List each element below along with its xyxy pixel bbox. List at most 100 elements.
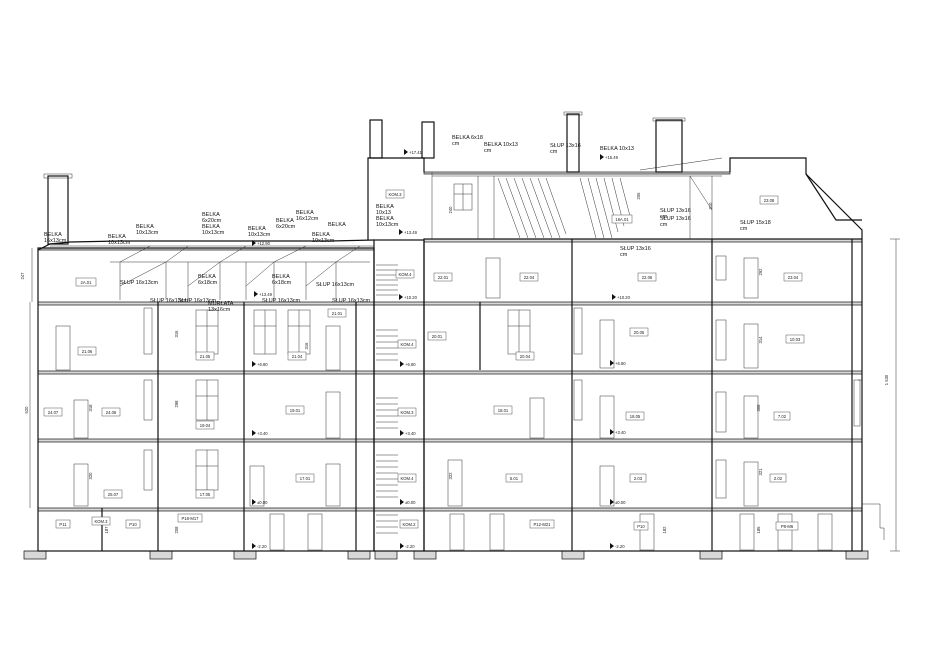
room-tag: P11 [55,519,71,529]
beam-note-line: cm [660,214,668,220]
room-tag-text: P8-M6 [781,524,794,529]
elevation-value: -2.20 [615,544,625,549]
beam-note-line: 16x12cm [296,216,319,222]
room-tag-text: 17.01 [300,476,311,481]
room-tag: 20.01 [427,331,447,341]
elevation-marker: ±0.00 [252,499,268,505]
room-tag: 23.04 [783,272,803,282]
elevation-marker: +6.80 [252,361,268,367]
beam-note-line: 6x20cm [276,224,296,230]
beam-note-line: 10x13cm [136,230,159,236]
dimension-value: 187 [104,526,109,534]
beam-note-line: BELKA [202,224,220,230]
dimension-value: 314 [758,336,763,344]
elevation-value: +15.49 [605,155,619,160]
elevation-value: -2.20 [257,544,267,549]
room-tag: 22.04 [519,272,539,282]
beam-note-line: 10x13cm [248,232,271,238]
room-tag: 18.05 [625,411,645,421]
room-tag-text: 19.01 [290,408,301,413]
building-structure [23,111,885,560]
elevation-marker: -2.20 [252,543,267,549]
beam-note-line: SŁUP 13x16 [660,216,691,222]
room-tag: 21.04 [287,351,307,361]
room-tag: P10 [633,521,649,531]
room-tag: KOM.3 [397,407,417,417]
roof-trusses [50,157,723,300]
drain-pipe [862,503,885,540]
room-tag: KOM.4 [397,473,417,483]
room-tag-text: 10.03 [790,337,801,342]
room-tag: 2A.01 [75,277,97,287]
beam-note-line: 6x20cm [202,218,222,224]
room-tag-text: 2.03 [634,476,643,481]
elevation-marker: +17.41 [404,149,423,155]
room-tag: 19.01 [285,405,305,415]
beam-note-line: MURŁATA [208,301,234,307]
beam-note-line: SŁUP 13x16 [660,208,691,214]
room-tag-text: P10 [637,524,645,529]
room-tag-text: KOM.2 [402,522,416,527]
elevation-value: +6.80 [405,362,416,367]
beam-note: SŁUP 16x13cm [332,298,371,304]
beam-note-line: BELKA [296,210,314,216]
dimension-value: 298 [174,400,179,408]
room-tag-text: 21.01 [332,311,343,316]
elevation-marker: +12.90 [252,240,271,246]
room-tag: 2.03 [629,473,647,483]
doors [55,257,833,551]
room-tag: 21.05 [195,351,215,361]
room-tag-text: 2.02 [774,476,783,481]
elevation-marker: +3.40 [252,430,268,436]
elevation-marker: -2.20 [400,543,415,549]
beam-note-line: cm [484,148,492,154]
room-tag-text: KOM.3 [400,410,414,415]
outer-walls [37,157,863,552]
interior-walls [101,239,862,551]
elevation-value: +3.40 [257,431,268,436]
elevation-value: +17.41 [409,150,423,155]
beam-note-line: BELKA [312,232,330,238]
room-tag: 24.07 [43,407,63,417]
beam-note-line: cm [660,222,668,228]
beam-note-line: SŁUP 16x13cm [262,298,301,304]
elevation-value: +13.49 [404,230,418,235]
room-tag-text: 20.01 [432,334,443,339]
foundations [23,550,869,560]
beam-note-line: BELKA 10x13 [484,142,518,148]
elevation-value: -2.20 [405,544,415,549]
chimneys [43,111,686,245]
room-tag: 17.05 [195,489,215,499]
room-tag-text: 2A.01 [81,280,93,285]
elevation-value: +3.40 [405,431,416,436]
beam-note-line: BELKA [376,204,394,210]
room-tag: 22.01 [433,272,453,282]
room-tag: P10 [125,519,141,529]
room-tag-text: 17.05 [200,492,211,497]
room-tag-text: P11 [59,522,67,527]
room-tag: 2.02 [769,473,787,483]
dimension-value: 240 [448,206,453,214]
room-tag: 25.07 [103,489,123,499]
beam-note-line: SŁUP 16x13cm [120,280,159,286]
beam-note-line: 10x13cm [202,230,225,236]
elevation-value: +12.90 [257,241,271,246]
room-tag-text: 23.04 [788,275,799,280]
dimension-value: 247 [20,272,25,280]
elevation-marker: +3.40 [610,429,626,435]
elevation-value: ±0.00 [405,500,416,505]
beam-note-line: SŁUP 13x16 [620,246,651,252]
room-tag: 24.06 [101,407,121,417]
room-tag-text: 23.08 [764,198,775,203]
room-tag: KOM.2 [399,519,419,529]
